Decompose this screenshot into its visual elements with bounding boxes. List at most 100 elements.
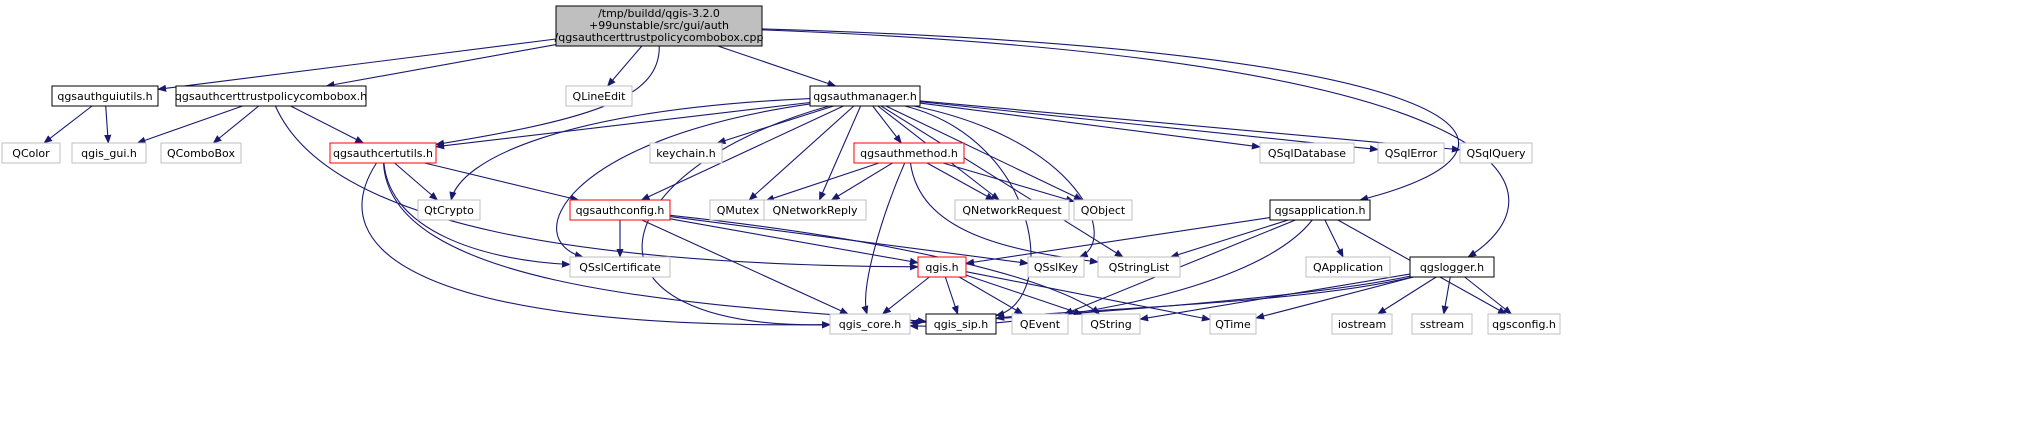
edge-qgsauthmethod_h-to-QNetworkReply: [830, 162, 893, 201]
node-QSqlError[interactable]: QSqlError: [1377, 142, 1445, 164]
node-box: [175, 85, 367, 107]
node-box: [853, 142, 965, 164]
root-file-node[interactable]: /tmp/buildd/qgis-3.2.0 +99unstable/src/g…: [555, 5, 764, 47]
node-QTime[interactable]: QTime: [1209, 313, 1257, 335]
node-keychain-h[interactable]: keychain.h: [649, 142, 723, 164]
edge-qgsauthmanager_h-to-keychain_h: [716, 105, 834, 144]
node-qgis-h[interactable]: qgis.h: [917, 256, 967, 278]
node-label: QSslKey: [1034, 261, 1079, 274]
node-QApplication[interactable]: QApplication: [1305, 256, 1391, 278]
node-QSqlDatabase[interactable]: QSqlDatabase: [1259, 142, 1355, 164]
edge-qgslogger_h-to-qgsconfig_h: [1464, 276, 1513, 315]
node-box: [329, 142, 437, 164]
edge-root-to-qgsauthcerttrustpolicycombobox_h: [325, 44, 557, 89]
node-box: [160, 142, 242, 164]
node-qgsconfig-h[interactable]: qgsconfig.h: [1487, 313, 1561, 335]
node-label: qgslogger.h: [1420, 261, 1484, 274]
node-QMutex[interactable]: QMutex: [709, 199, 767, 221]
edge-qgslogger_h-to-QTime: [1255, 276, 1414, 320]
edge-qgsauthmanager_h-to-qgsauthmethod_h: [872, 105, 902, 144]
node-label: QComboBox: [167, 147, 235, 160]
node-QtCrypto[interactable]: QtCrypto: [417, 199, 481, 221]
edge-qgsauthmethod_h-to-QMutex: [765, 162, 880, 202]
node-label: keychain.h: [656, 147, 716, 160]
node-qgsapplication-h[interactable]: qgsapplication.h: [1269, 199, 1371, 221]
node-label: QColor: [12, 147, 50, 160]
node-qgsauthcerttrustpolicycombobox-h[interactable]: qgsauthcerttrustpolicycombobox.h: [175, 85, 367, 107]
edge-qgsauthmanager_h-to-QSslKey: [913, 105, 1095, 258]
node-box: [1305, 256, 1391, 278]
node-box: [1487, 313, 1561, 335]
edge-qgsapplication_h-to-QApplication: [1324, 219, 1344, 258]
node-qgis-core-h[interactable]: qgis_core.h: [829, 313, 911, 335]
edge-qgsauthguiutils_h-to-QColor: [43, 105, 93, 144]
node-box: [51, 85, 159, 107]
edge-qgsauthconfig_h-to-qgis_h: [669, 218, 919, 265]
node-QObject[interactable]: QObject: [1073, 199, 1133, 221]
edge-qgsauthcertutils_h-to-qgis_sip_h: [382, 162, 927, 325]
edge-qgsauthmanager_h-to-QSqlQuery: [919, 100, 1461, 153]
node-qgsauthmethod-h[interactable]: qgsauthmethod.h: [853, 142, 965, 164]
node-QLineEdit[interactable]: QLineEdit: [565, 85, 633, 107]
node-QNetworkRequest[interactable]: QNetworkRequest: [954, 199, 1070, 221]
node-QString[interactable]: QString: [1081, 313, 1141, 335]
node-label: qgis.h: [925, 261, 958, 274]
node-qgsauthmanager-h[interactable]: qgsauthmanager.h: [809, 85, 921, 107]
node-label: qgsauthmanager.h: [813, 90, 917, 103]
node-box: [925, 313, 997, 335]
node-box: [649, 142, 723, 164]
node-box: [1409, 256, 1495, 278]
node-QColor[interactable]: QColor: [1, 142, 61, 164]
edge-qgis_h-to-QString: [965, 274, 1083, 316]
node-iostream[interactable]: iostream: [1331, 313, 1393, 335]
node-qgis-gui-h[interactable]: qgis_gui.h: [71, 142, 147, 164]
node-qgsauthconfig-h[interactable]: qgsauthconfig.h: [569, 199, 671, 221]
root-path-line-3: /qgsauthcerttrustpolicycombobox.cpp: [555, 31, 764, 44]
node-box: [1073, 199, 1133, 221]
node-label: qgsauthcertutils.h: [333, 147, 433, 160]
node-QStringList[interactable]: QStringList: [1097, 256, 1181, 278]
node-label: sstream: [1420, 318, 1464, 331]
edge-root-to-qgsauthguiutils_h: [157, 38, 557, 92]
node-QSqlQuery[interactable]: QSqlQuery: [1459, 142, 1533, 164]
node-qgsauthguiutils-h[interactable]: qgsauthguiutils.h: [51, 85, 159, 107]
node-box: [1259, 142, 1355, 164]
edge-qgsapplication_h-to-qgis_h: [965, 216, 1271, 266]
node-label: QStringList: [1109, 261, 1170, 274]
root-path-line-2: +99unstable/src/gui/auth: [589, 19, 729, 32]
node-label: QSqlDatabase: [1268, 147, 1346, 160]
edge-qgsapplication_h-to-QStringList: [1169, 219, 1289, 259]
node-QEvent[interactable]: QEvent: [1011, 313, 1069, 335]
dependency-edges: [43, 28, 1513, 330]
edge-qgslogger_h-to-sstream: [1441, 276, 1451, 315]
node-box: [954, 199, 1070, 221]
node-label: qgis_core.h: [839, 318, 902, 331]
node-qgsauthcertutils-h[interactable]: qgsauthcertutils.h: [329, 142, 437, 164]
node-label: QLineEdit: [573, 90, 627, 103]
edge-qgsauthcertutils_h-to-qgsauthconfig_h: [424, 162, 580, 202]
node-label: QMutex: [717, 204, 760, 217]
node-box: [1209, 313, 1257, 335]
edge-qgis_h-to-QTime: [965, 271, 1211, 322]
node-QComboBox[interactable]: QComboBox: [160, 142, 242, 164]
node-QSslKey[interactable]: QSslKey: [1027, 256, 1085, 278]
node-qgslogger-h[interactable]: qgslogger.h: [1409, 256, 1495, 278]
edge-qgsauthcerttrustpolicycombobox_h-to-qgis_gui_h: [136, 105, 243, 144]
edge-qgsauthmethod_h-to-qgis_core_h: [861, 162, 906, 315]
root-file-box: [555, 5, 763, 47]
root-path-line-1: /tmp/buildd/qgis-3.2.0: [598, 7, 720, 20]
node-QSslCertificate[interactable]: QSslCertificate: [569, 256, 671, 278]
node-box: [1331, 313, 1393, 335]
edge-qgsauthmanager_h-to-QtCrypto: [449, 97, 811, 201]
node-box: [1097, 256, 1181, 278]
node-box: [763, 199, 867, 221]
node-label: QApplication: [1313, 261, 1383, 274]
node-box: [569, 199, 671, 221]
node-sstream[interactable]: sstream: [1411, 313, 1473, 335]
node-qgis-sip-h[interactable]: qgis_sip.h: [925, 313, 997, 335]
node-box: [809, 85, 921, 107]
node-box: [917, 256, 967, 278]
edge-qgsauthmanager_h-to-qgis_core_h: [641, 105, 831, 329]
edge-qgsauthmanager_h-to-QSslCertificate: [556, 103, 811, 259]
node-QNetworkReply[interactable]: QNetworkReply: [763, 199, 867, 221]
